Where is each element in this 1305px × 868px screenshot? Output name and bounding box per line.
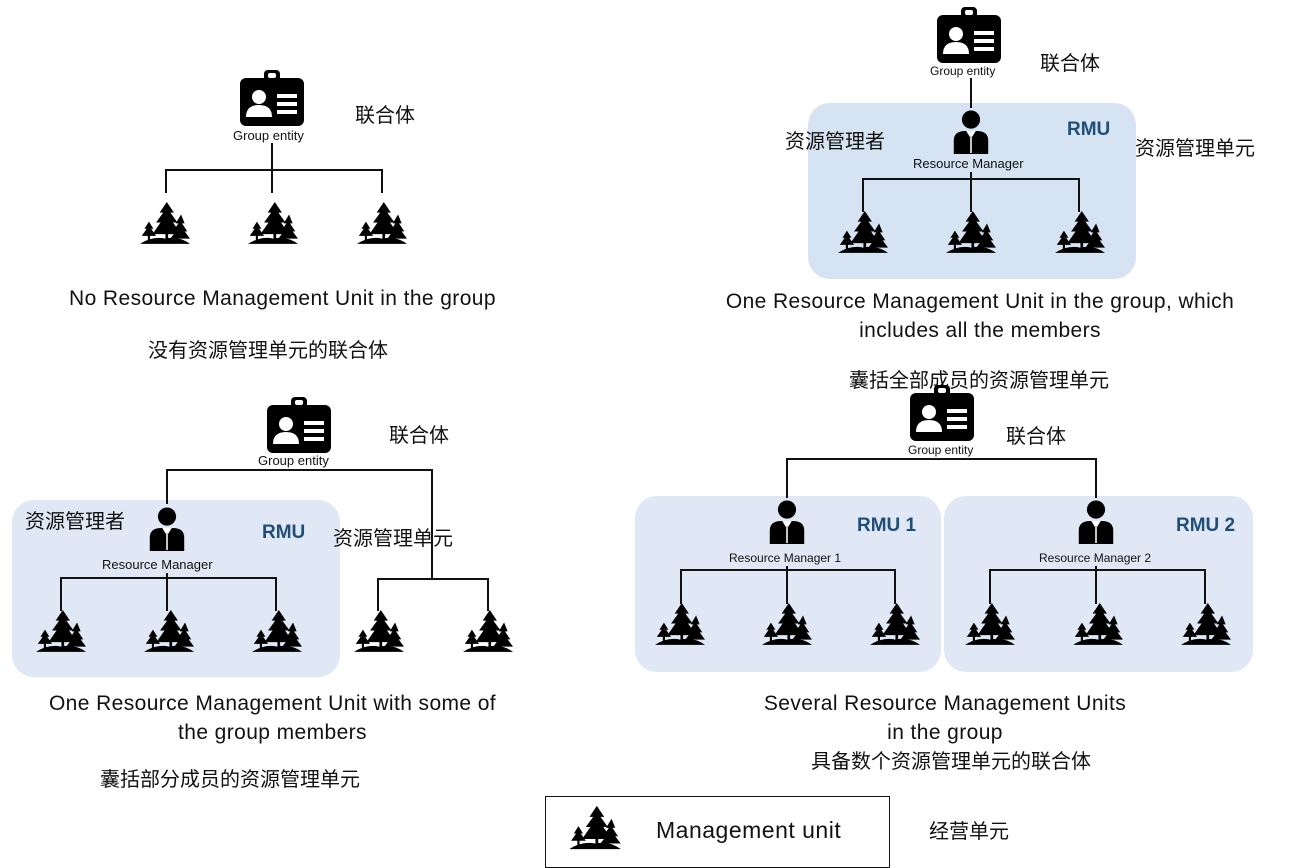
trees-icon — [655, 601, 705, 646]
trees-icon — [248, 200, 298, 245]
trees-icon — [252, 608, 302, 653]
group-entity-label: Group entity — [258, 453, 329, 468]
resource-manager-label: Resource Manager — [913, 156, 1024, 171]
resource-manager-label-zh: 资源管理者 — [25, 511, 125, 533]
caption-line: includes all the members — [859, 319, 1101, 342]
connector-line — [60, 577, 276, 579]
id-badge-icon — [240, 70, 304, 126]
rmu-label-zh: 资源管理单元 — [1135, 138, 1255, 160]
businessman-icon — [1076, 500, 1116, 544]
diagram-caption: No Resource Management Unit in the group — [69, 287, 496, 310]
resource-manager-label: Resource Manager — [102, 557, 213, 572]
connector-line — [680, 569, 895, 571]
connector-line — [862, 178, 864, 212]
id-badge-icon — [910, 385, 974, 441]
trees-icon — [354, 608, 404, 653]
diagram-caption: One Resource Management Unit with some o… — [20, 689, 525, 747]
connector-line — [166, 469, 432, 471]
group-label-zh: 联合体 — [389, 425, 449, 447]
connector-line — [989, 569, 991, 604]
legend-label: Management unit — [656, 817, 842, 843]
group-entity-label: Group entity — [233, 128, 304, 143]
trees-icon — [568, 804, 622, 850]
caption-line: Several Resource Management Units — [763, 692, 1127, 715]
id-badge-icon — [267, 397, 331, 453]
diagram-caption: One Resource Management Unit in the grou… — [690, 287, 1270, 345]
connector-line — [786, 458, 1096, 460]
connector-line — [989, 569, 1205, 571]
caption-line: One Resource Management Unit in the grou… — [725, 290, 1235, 313]
trees-icon — [140, 200, 190, 245]
connector-line — [1078, 178, 1080, 212]
connector-line — [431, 469, 433, 579]
trees-icon — [144, 608, 194, 653]
group-label-zh: 联合体 — [355, 105, 415, 127]
group-entity-label: Group entity — [908, 443, 974, 457]
group-label-zh: 联合体 — [1006, 426, 1066, 448]
connector-line — [381, 169, 383, 193]
rmu-label-zh: 资源管理单元 — [333, 528, 453, 550]
caption-line: One Resource Management Unit with some o… — [48, 692, 497, 715]
connector-line — [166, 469, 168, 504]
connector-line — [862, 178, 1079, 180]
connector-line — [377, 578, 379, 611]
resource-manager-label: Resource Manager 1 — [729, 551, 842, 565]
group-label-zh: 联合体 — [1040, 53, 1100, 75]
connector-line — [970, 78, 972, 108]
rmu-label: RMU — [1067, 119, 1111, 140]
trees-icon — [1055, 209, 1105, 254]
connector-line — [60, 577, 62, 611]
connector-line — [487, 578, 489, 611]
trees-icon — [946, 209, 996, 254]
diagram-caption-zh: 具备数个资源管理单元的联合体 — [811, 751, 1091, 773]
connector-line — [377, 578, 488, 580]
trees-icon — [1181, 601, 1231, 646]
connector-line — [1204, 569, 1206, 604]
connector-line — [165, 169, 382, 171]
connector-line — [271, 143, 273, 193]
trees-icon — [36, 608, 86, 653]
rmu-label: RMU — [262, 522, 306, 543]
trees-icon — [1073, 601, 1123, 646]
connector-line — [970, 172, 972, 212]
trees-icon — [838, 209, 888, 254]
rmu-label: RMU 2 — [1176, 515, 1236, 536]
legend-label-zh: 经营单元 — [929, 821, 1009, 843]
trees-icon — [870, 601, 920, 646]
group-entity-label: Group entity — [927, 64, 999, 78]
connector-line — [165, 169, 167, 193]
trees-icon — [463, 608, 513, 653]
caption-line: in the group — [887, 721, 1003, 744]
resource-manager-label-zh: 资源管理者 — [785, 131, 885, 153]
connector-line — [894, 569, 896, 604]
businessman-icon — [767, 500, 807, 544]
connector-line — [275, 577, 277, 611]
connector-line — [680, 569, 682, 604]
diagram-caption-zh: 囊括部分成员的资源管理单元 — [100, 769, 360, 791]
connector-line — [166, 573, 168, 611]
connector-line — [786, 566, 788, 604]
businessman-icon — [951, 110, 991, 154]
businessman-icon — [147, 507, 187, 551]
trees-icon — [965, 601, 1015, 646]
trees-icon — [357, 200, 407, 245]
diagram-caption-zh: 囊括全部成员的资源管理单元 — [849, 370, 1109, 392]
trees-icon — [762, 601, 812, 646]
caption-line: the group members — [178, 721, 367, 744]
connector-line — [1095, 566, 1097, 604]
rmu-label: RMU 1 — [857, 515, 917, 536]
connector-line — [786, 458, 788, 498]
resource-manager-label: Resource Manager 2 — [1039, 551, 1152, 565]
diagram-caption-zh: 没有资源管理单元的联合体 — [148, 340, 388, 362]
diagram-caption: Several Resource Management Units in the… — [700, 689, 1190, 747]
id-badge-icon — [937, 7, 1001, 63]
connector-line — [1095, 458, 1097, 498]
